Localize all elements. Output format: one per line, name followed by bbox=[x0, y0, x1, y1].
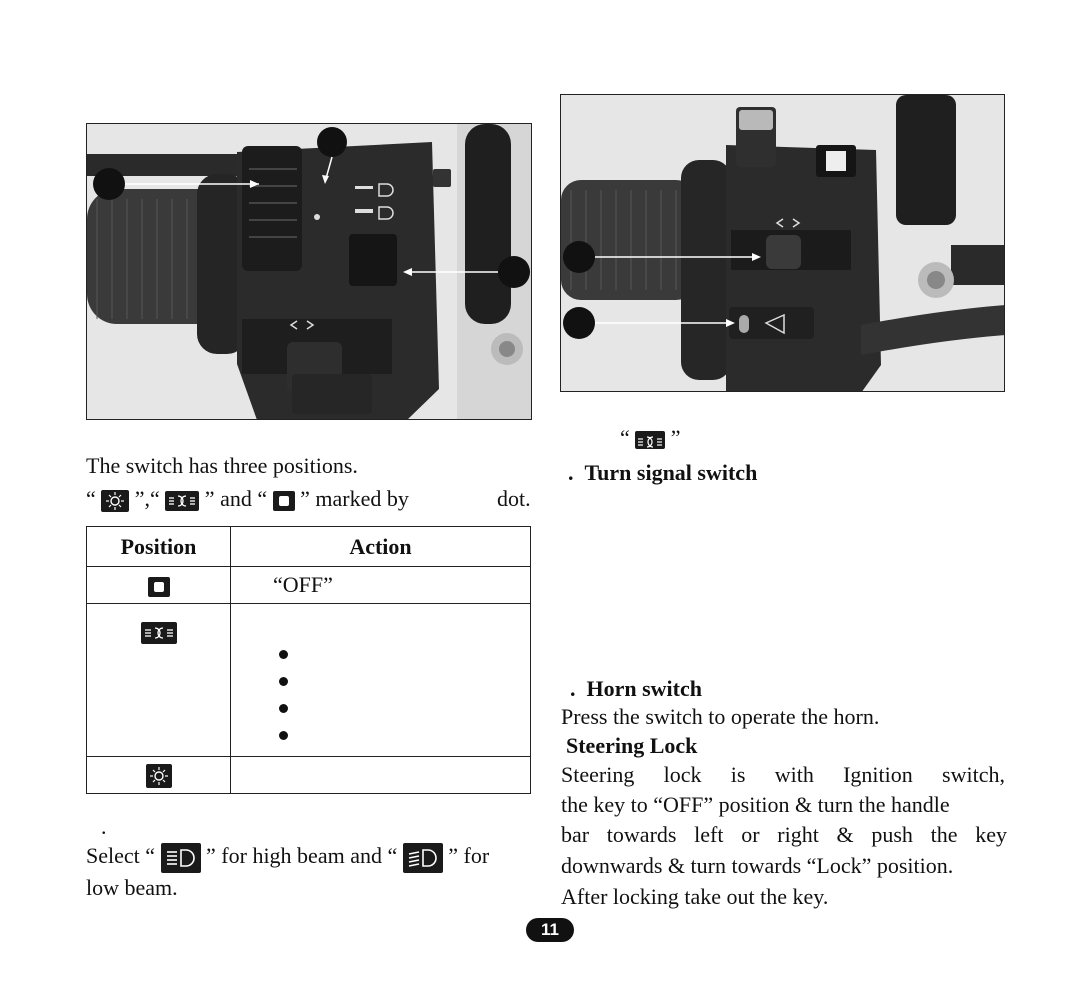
beam-select-line: Select “ ” for high beam and “ ” for bbox=[86, 843, 489, 873]
horn-heading: . Horn switch bbox=[570, 676, 702, 702]
steering-lock-title: Steering Lock bbox=[566, 733, 698, 758]
heading-dot: . bbox=[570, 676, 587, 701]
right-switch-illustration bbox=[561, 95, 1004, 391]
position-light-icon bbox=[635, 430, 666, 449]
switch-positions-table: Position Action “OFF” bbox=[86, 526, 531, 794]
left-handlebar-switch-photo bbox=[86, 123, 532, 420]
bullet-3 bbox=[279, 704, 288, 713]
page-number-badge: 11 bbox=[526, 918, 574, 942]
bullet-2 bbox=[279, 677, 288, 686]
action-header: Action bbox=[230, 526, 531, 567]
steering-line-5: After locking take out the key. bbox=[561, 884, 829, 909]
left-switch-illustration bbox=[87, 124, 531, 419]
open-quote: “ bbox=[86, 486, 96, 511]
high-beam-icon bbox=[160, 843, 201, 873]
position-header: Position bbox=[86, 526, 231, 567]
steering-line-3: bar towards left or right & push the key bbox=[561, 822, 1007, 847]
list-marker-dot: . bbox=[101, 814, 107, 839]
action-off-cell: “OFF” bbox=[230, 566, 531, 604]
open-quote-2: “ bbox=[257, 486, 268, 511]
heading-dot: . bbox=[568, 460, 585, 485]
position-light-icon bbox=[140, 621, 177, 644]
table-row bbox=[86, 603, 531, 757]
close-quote-2: ” bbox=[300, 486, 310, 511]
select-suffix: ” for bbox=[448, 843, 490, 869]
steering-line-1: Steering lock is with Ignition switch, bbox=[561, 762, 1005, 787]
bullet-1 bbox=[279, 650, 288, 659]
positions-marked-line: “ ”,“ ” and “ ” marked by bbox=[86, 486, 409, 512]
open-quote-ref: “ bbox=[620, 425, 630, 450]
close-quote-ref: ” bbox=[670, 425, 681, 450]
select-middle: ” for high beam and “ bbox=[206, 843, 398, 869]
position-light-cell bbox=[86, 603, 231, 757]
close-quote-1: ” bbox=[204, 486, 215, 511]
select-prefix: Select “ bbox=[86, 843, 156, 869]
marked-by-text: marked by bbox=[315, 486, 409, 511]
dot-word: dot. bbox=[497, 486, 531, 511]
bullet-4 bbox=[279, 731, 288, 740]
right-handlebar-switch-photo bbox=[560, 94, 1005, 392]
table-header-row: Position Action bbox=[86, 526, 531, 567]
steering-line-4: downwards & turn towards “Lock” position… bbox=[561, 853, 954, 878]
three-positions-intro: The switch has three positions. bbox=[86, 453, 358, 478]
and-word: and bbox=[220, 486, 252, 511]
horn-text: Press the switch to operate the horn. bbox=[561, 704, 880, 729]
turn-signal-title: Turn signal switch bbox=[584, 460, 758, 485]
quote-separator: ”,“ bbox=[134, 486, 160, 511]
position-light-reference: “ ” bbox=[620, 425, 681, 451]
table-row: “OFF” bbox=[86, 566, 531, 604]
parking-light-icon bbox=[101, 489, 130, 512]
steering-line-2: the key to “OFF” position & turn the han… bbox=[561, 792, 950, 817]
position-parking-cell bbox=[86, 756, 231, 794]
position-light-icon bbox=[165, 490, 200, 511]
low-beam-text: low beam. bbox=[86, 875, 178, 900]
turn-signal-heading: . Turn signal switch bbox=[568, 460, 757, 486]
parking-light-icon bbox=[145, 764, 172, 789]
low-beam-icon bbox=[402, 843, 443, 873]
off-position-icon bbox=[147, 576, 170, 597]
horn-title: Horn switch bbox=[586, 676, 703, 701]
off-position-icon bbox=[272, 490, 295, 511]
table-row bbox=[86, 756, 531, 794]
action-light-cell bbox=[230, 603, 531, 757]
action-parking-cell bbox=[230, 756, 531, 794]
position-off-cell bbox=[86, 566, 231, 604]
